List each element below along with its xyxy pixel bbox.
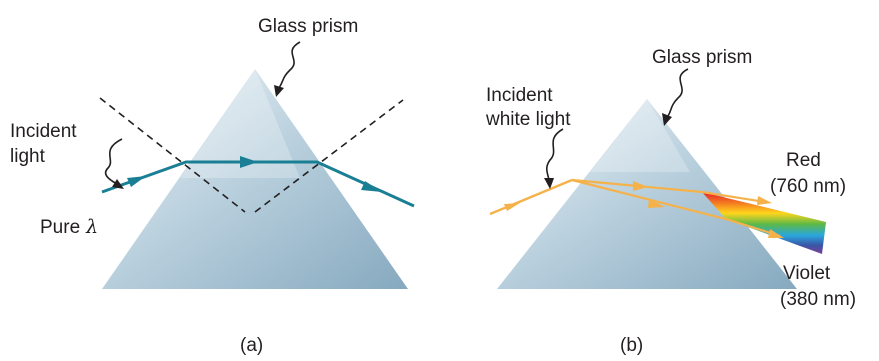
glass-prism-label-a: Glass prism [258, 16, 358, 37]
ray-arrow-a1 [127, 176, 146, 187]
glass-prism-a [102, 69, 408, 289]
incident-label-a-line2: light [10, 146, 46, 167]
refracted-ray-red [571, 178, 766, 204]
red-wavelength-label: (760 nm) [770, 176, 846, 197]
ray-arrow-a2 [240, 156, 258, 168]
incident-label-b-line2: white light [485, 109, 571, 130]
ray-arrow-a3 [361, 181, 382, 192]
glass-prism-b-highlight [590, 99, 690, 172]
refracted-ray-violet [571, 178, 781, 238]
pointer-arrow-prism-b [662, 113, 672, 126]
lambda-symbol: λ [85, 216, 98, 238]
ray-arrow-b1 [504, 203, 520, 211]
panel-b: Glass prism Incident white light Red (76… [485, 47, 856, 356]
glass-prism-a-highlight [180, 69, 300, 178]
pointer-arrow-incident-b [544, 178, 554, 189]
violet-label: Violet [783, 263, 831, 284]
pointer-arrow-incident-a [112, 179, 124, 189]
normal-line-left [99, 97, 246, 213]
panel-label-a: (a) [240, 335, 263, 356]
pure-label: Pure [40, 217, 80, 238]
pointer-squiggle-prism-a [278, 41, 301, 89]
incident-label-b-line1: Incident [486, 85, 553, 106]
ray-arrow-b4 [757, 196, 772, 205]
ray-arrow-b3 [648, 199, 665, 208]
normal-line-right [254, 99, 404, 213]
glass-prism-label-b: Glass prism [652, 47, 752, 68]
red-label: Red [786, 150, 821, 171]
incident-white-ray [489, 178, 573, 216]
ray-arrow-b2 [633, 181, 648, 191]
pointer-squiggle-prism-b [667, 68, 689, 117]
violet-wavelength-label: (380 nm) [780, 289, 856, 310]
pointer-squiggle-incident-b [545, 128, 564, 181]
panel-label-b: (b) [620, 335, 643, 356]
ray-arrow-b5 [768, 229, 784, 238]
pointer-squiggle-incident-a [104, 138, 123, 185]
incident-label-a-line1: Incident [10, 121, 77, 142]
spectrum-fan [702, 192, 826, 254]
pointer-arrow-prism-a [274, 85, 284, 97]
glass-prism-b [497, 99, 797, 289]
